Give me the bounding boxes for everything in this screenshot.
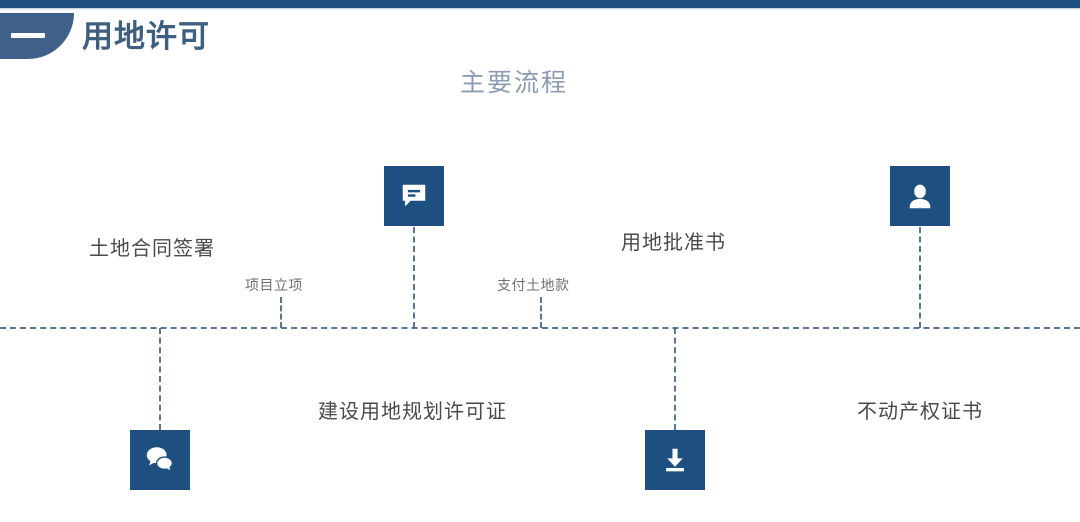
timeline-label-node-8: 建设用地规划许可证: [318, 401, 507, 423]
connector-node-9: [674, 328, 676, 430]
comment-icon: [402, 184, 426, 207]
comments-icon-tile[interactable]: [130, 430, 190, 490]
download-icon: [666, 448, 684, 472]
user-icon-tile[interactable]: [890, 166, 950, 226]
dash-mark-icon: [11, 33, 45, 38]
timeline-label-node-2: 项目立项: [245, 277, 303, 293]
timeline-label-node-10: 不动产权证书: [857, 401, 983, 423]
connector-node-2: [280, 297, 282, 328]
timeline-label-node-5: 用地批准书: [621, 232, 726, 254]
connector-node-3: [413, 227, 415, 328]
connector-node-6: [919, 227, 921, 328]
top-accent-bar: [0, 0, 1080, 8]
comment-icon-tile[interactable]: [384, 166, 444, 226]
connector-node-4: [540, 297, 542, 328]
user-icon: [909, 184, 931, 209]
connector-node-7: [159, 328, 161, 430]
section-number-badge: [0, 13, 74, 59]
slide-subtitle: 主要流程: [459, 70, 568, 97]
timeline-label-node-1: 土地合同签署: [89, 238, 215, 260]
download-icon-tile[interactable]: [645, 430, 705, 490]
page-title: 用地许可: [82, 18, 210, 54]
top-accent-bar-shadow: [0, 8, 1080, 10]
slide-header: 用地许可: [0, 12, 210, 60]
timeline-axis: [0, 327, 1080, 329]
timeline-label-node-4: 支付土地款: [497, 277, 570, 293]
comments-icon: [146, 447, 174, 472]
